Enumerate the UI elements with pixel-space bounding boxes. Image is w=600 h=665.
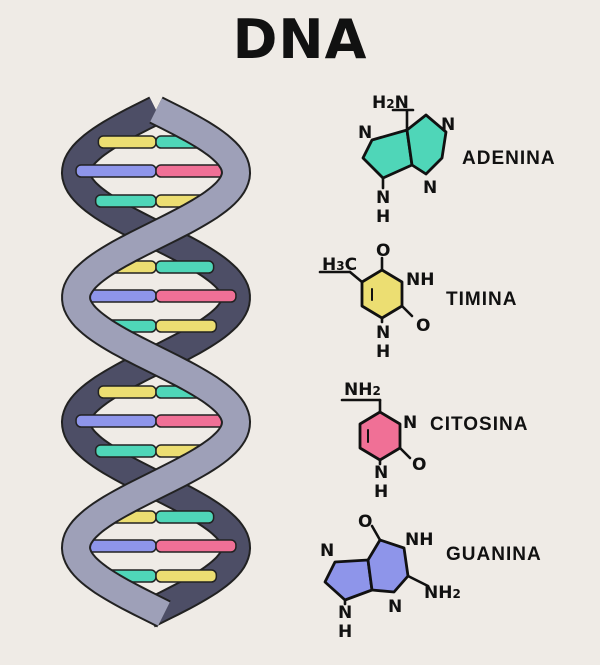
front-strand-body — [62, 98, 250, 626]
thymine-ring — [360, 268, 404, 320]
guanine-n-bottom: N — [388, 597, 402, 617]
thymine-o-top: O — [376, 241, 390, 261]
guanine-nh-h: H — [338, 622, 352, 642]
cytosine-ring — [358, 410, 402, 462]
base-pair-right — [155, 289, 237, 303]
thymine-structure: O H3C NH O N H TIMINA — [318, 241, 517, 362]
guanine-amino-label: NH2 — [424, 583, 461, 603]
guanine-o-top: O — [358, 512, 372, 532]
adenine-label: ADENINA — [462, 148, 556, 169]
adenine-n-right: N — [441, 115, 455, 135]
adenine-nh-h: H — [376, 207, 390, 227]
cytosine-nh-h: H — [374, 482, 388, 502]
base-pair-right — [155, 510, 215, 524]
guanine-structure: O NH N N NH2 N H GUANINA — [320, 512, 542, 642]
adenine-six-ring — [405, 113, 448, 176]
guanine-five-ring — [323, 558, 374, 602]
thymine-nh: NH — [406, 270, 434, 290]
guanine-n-left: N — [320, 541, 334, 561]
base-pair-right — [155, 539, 237, 553]
guanine-nh: NH — [405, 530, 433, 550]
thymine-nh-h: H — [376, 342, 390, 362]
dna-double-helix — [60, 96, 252, 628]
guanine-nh-n: N — [338, 603, 352, 623]
thymine-o-right: O — [416, 316, 430, 336]
base-pair-right — [155, 260, 215, 274]
adenine-amino-label: H2N — [372, 93, 409, 113]
thymine-methyl-label: H3C — [322, 255, 357, 275]
adenine-n-left: N — [358, 123, 372, 143]
cytosine-n-right: N — [403, 413, 417, 433]
base-pair-right — [155, 569, 218, 583]
adenine-structure: H2N N N N N H ADENINA — [358, 93, 556, 227]
helix-front-strand — [60, 96, 252, 628]
guanine-label: GUANINA — [446, 544, 542, 565]
thymine-nh-n: N — [376, 323, 390, 343]
base-pair-right — [155, 319, 218, 333]
cytosine-structure: NH2 N O N H CITOSINA — [340, 380, 528, 502]
cytosine-o-right: O — [412, 455, 426, 475]
cytosine-nh-n: N — [374, 463, 388, 483]
adenine-nh-n: N — [376, 188, 390, 208]
adenine-n-bottom: N — [423, 178, 437, 198]
guanine-six-ring — [366, 538, 410, 594]
thymine-label: TIMINA — [446, 289, 517, 310]
cytosine-label: CITOSINA — [430, 414, 528, 435]
cytosine-amino-label: NH2 — [344, 380, 381, 400]
page-title: DNA — [232, 8, 368, 71]
